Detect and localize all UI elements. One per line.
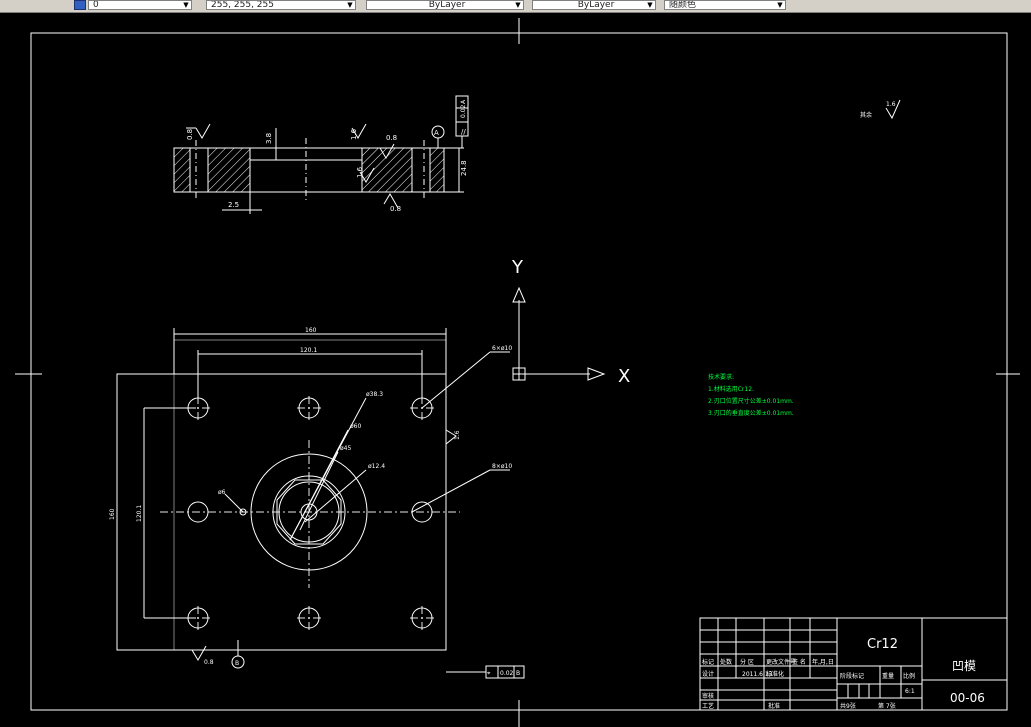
linetype-value: ByLayer [428,0,466,10]
weight-label: 重量 [882,672,894,680]
plotstyle-dropdown[interactable]: 随颜色 ▼ [664,0,786,10]
approve-label: 批准 [768,702,780,710]
rough-label-right: 1.6 [454,430,461,440]
position-ref: B [516,670,520,677]
position-value: 0.02 [500,670,514,677]
technical-notes: 技术要求: 1.材料选用Cr12. 2.刃口位置尺寸公差±0.01mm. 3.刃… [708,373,794,417]
sheet-frame [15,18,1020,727]
lineweight-dropdown[interactable]: ByLayer ▼ [532,0,656,10]
position-icon: ⌖ [487,670,491,677]
process-label: 工艺 [702,702,714,710]
standardize-label: 标准化 [766,670,784,678]
chevron-down-icon: ▼ [647,1,653,9]
part-name-label: 凹模 [952,659,976,673]
chevron-down-icon: ▼ [515,1,521,9]
dim-bore-d4: ø12.4 [368,463,385,470]
rough-general-prefix: 其余 [860,111,872,119]
ucs-icon [512,286,606,381]
flatness-icon: // [461,128,466,136]
notes-line-1: 1.材料选用Cr12. [708,385,754,393]
row-label-2: 分 区 [740,658,754,666]
scale-value: 6:1 [905,688,915,695]
flatness-ref: A [460,99,467,104]
dim-screw-holes: 6×ø10 [492,345,512,352]
section-view-labels: 0.8 3.8 1.6 0.8 1.6 0.8 A 24.8 2.5 0.02 … [186,99,468,213]
step-label: 2.5 [228,201,239,209]
layer-icon[interactable] [74,0,86,10]
dim-bore-d1: ø38.3 [366,391,383,398]
color-value: 255, 255, 255 [211,0,274,10]
scale-label: 比例 [903,672,915,680]
row-label-0: 标记 [702,658,714,666]
datum-b-label: B [235,660,239,667]
dim-overall-height: 160 [109,508,116,520]
drawing-number-label: 00-06 [950,691,985,705]
dim-bore-d3: ø45 [340,445,351,452]
color-dropdown[interactable]: 255, 255, 255 ▼ [206,0,356,10]
ucs-x-label: X [618,366,630,387]
dim-hole-spacing-y: 120.1 [136,505,143,522]
datum-a-label: A [434,129,439,137]
chevron-down-icon: ▼ [347,1,353,9]
chevron-down-icon: ▼ [183,1,189,9]
plan-view [116,328,525,679]
review-label: 审核 [702,692,714,700]
row-label-4: 签 名 [792,658,806,666]
plan-view-labels: 160 120.1 160 120.1 6×ø10 8×ø10 ø38.3 ø6… [109,327,520,677]
dim-small-hole: ø6 [218,489,226,496]
thickness-label: 24.8 [460,160,468,176]
properties-toolbar: 0 ▼ 255, 255, 255 ▼ ByLayer ▼ ByLayer ▼ … [0,0,1031,13]
row-label-1: 处数 [720,658,732,666]
row-label-3: 更改文件号 [766,658,796,666]
rough-general-value: 1.6 [886,101,896,108]
rough-label-4: 1.6 [356,166,364,178]
sheet-total: 共9张 [840,702,856,710]
rough-label-2: 1.6 [350,128,358,140]
general-roughness: 其余 1.6 [860,99,901,120]
depth-label: 3.8 [265,133,273,144]
layer-dropdown[interactable]: 0 ▼ [88,0,192,10]
layer-value: 0 [93,0,99,10]
lineweight-value: ByLayer [577,0,615,10]
designer-label: 设计 [702,670,714,678]
section-view [173,95,469,214]
sheet-number: 第 7张 [878,702,896,710]
title-block [699,617,1008,711]
notes-title: 技术要求: [708,373,734,381]
title-block-labels: Cr12 凹模 00-06 6:1 阶段标记 重量 比例 共9张 第 7张 标记… [702,637,985,710]
material-label: Cr12 [867,637,898,652]
dim-hole-spacing-x: 120.1 [300,347,317,354]
stage-label: 阶段标记 [840,672,864,680]
revision-entry: 2011.6.13 [742,671,773,678]
rough-label-6: 0.8 [204,659,214,666]
dim-pin-holes: 8×ø10 [492,463,512,470]
rough-label-5: 0.8 [390,205,401,213]
linetype-dropdown[interactable]: ByLayer ▼ [366,0,524,10]
dim-bore-d2: ø60 [350,423,361,430]
plotstyle-value: 随颜色 [669,0,697,10]
row-label-5: 年,月,日 [812,658,834,666]
chevron-down-icon: ▼ [777,1,783,9]
dim-overall-width: 160 [305,327,317,334]
flatness-value: 0.02 [460,104,467,118]
ucs-y-label: Y [511,257,524,278]
rough-label-3: 0.8 [386,134,397,142]
hole-grid [187,397,433,629]
notes-line-3: 3.刃口的垂直度公差±0.01mm. [708,409,794,417]
rough-label-1: 0.8 [186,129,194,140]
notes-line-2: 2.刃口位置尺寸公差±0.01mm. [708,397,794,405]
